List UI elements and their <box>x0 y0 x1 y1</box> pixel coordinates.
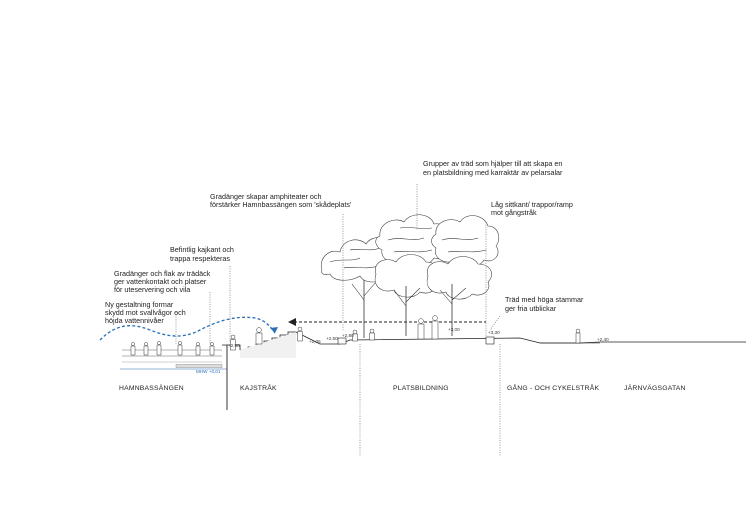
person-icon <box>431 315 439 340</box>
svg-text:+2,80: +2,80 <box>342 333 354 338</box>
people <box>130 315 581 356</box>
svg-text:förstärker Hamnbassängen som ': förstärker Hamnbassängen som 'skådeplats… <box>210 200 352 209</box>
sightline-arrow-icon <box>288 318 296 326</box>
annotation-trad-stammar: Träd med höga stammar ger fria utblickar <box>505 295 584 313</box>
wave-arrow-icon <box>270 327 278 333</box>
zone-labels: HAMNBASSÄNGEN KAJSTRÅK PLATSBILDNING GÅN… <box>119 383 686 392</box>
annotation-trad-grupper: Grupper av träd som hjälper till att ska… <box>423 159 563 177</box>
person-icon <box>297 326 303 342</box>
svg-text:Grupper av träd som hjälper ti: Grupper av träd som hjälper till att ska… <box>423 159 562 168</box>
annotation-wave: Ny gestaltning formar skydd mot svallvåg… <box>105 300 186 325</box>
svg-text:JÄRNVÄGSGATAN: JÄRNVÄGSGATAN <box>624 384 686 392</box>
person-icon <box>352 329 358 342</box>
svg-text:+2,50: +2,50 <box>326 336 338 341</box>
person-icon <box>575 328 581 344</box>
svg-text:ger vattenkontakt och platser: ger vattenkontakt och platser <box>114 277 207 286</box>
svg-text:+2,40: +2,40 <box>597 337 609 342</box>
annotation-gradanger-flak: Gradänger och flak av trädäck ger vatten… <box>114 269 211 294</box>
svg-text:HAMNBASSÄNGEN: HAMNBASSÄNGEN <box>119 384 184 392</box>
person-icon <box>209 342 215 356</box>
svg-text:Befintlig kajkant och: Befintlig kajkant och <box>170 245 234 254</box>
svg-text:+3,30: +3,30 <box>488 330 500 335</box>
sightline-arrow <box>288 318 486 326</box>
svg-text:Gradänger skapar amphiteater o: Gradänger skapar amphiteater och <box>210 192 321 201</box>
person-icon <box>130 342 136 356</box>
tree-icon <box>426 256 492 300</box>
svg-text:trappa respekteras: trappa respekteras <box>170 254 230 263</box>
person-icon <box>195 342 201 356</box>
person-icon <box>255 327 263 345</box>
annotation-sittkant: Låg sittkant/ trappor/ramp mot gångstråk <box>491 200 573 217</box>
svg-text:PLATSBILDNING: PLATSBILDNING <box>393 385 449 392</box>
person-icon <box>230 334 236 351</box>
level-labels: +2,50 +2,05 +2,50 +2,80 +3,00 +3,30 +2,4… <box>196 327 609 374</box>
svg-text:+2,50: +2,50 <box>228 343 240 348</box>
person-icon <box>177 341 183 356</box>
person-icon <box>369 328 375 341</box>
svg-text:KAJSTRÅK: KAJSTRÅK <box>240 383 277 392</box>
svg-text:GÅNG - OCH CYKELSTRÅK: GÅNG - OCH CYKELSTRÅK <box>507 383 599 392</box>
wave-line <box>99 316 276 341</box>
annotation-kajkant: Befintlig kajkant och trappa respekteras <box>170 245 234 263</box>
annotation-amphiteater: Gradänger skapar amphiteater och förstär… <box>210 192 352 209</box>
tree-icon <box>431 215 500 268</box>
svg-text:Ny gestaltning formar: Ny gestaltning formar <box>105 300 174 309</box>
svg-text:Träd med höga stammar: Träd med höga stammar <box>505 295 584 304</box>
svg-text:MHW +0,01: MHW +0,01 <box>196 369 221 374</box>
svg-text:för uteservering och vila: för uteservering och vila <box>114 285 190 294</box>
svg-text:en platsbildning med karraktär: en platsbildning med karraktär av pelars… <box>423 168 563 177</box>
ground-profile <box>120 331 746 410</box>
svg-text:skydd mot svallvågor och: skydd mot svallvågor och <box>105 308 186 317</box>
person-icon <box>143 342 149 356</box>
trees <box>320 214 500 338</box>
person-icon <box>417 318 425 340</box>
svg-text:ger fria utblickar: ger fria utblickar <box>505 304 557 313</box>
svg-text:mot gångstråk: mot gångstråk <box>491 208 537 217</box>
svg-text:höjda vattennivåer: höjda vattennivåer <box>105 316 164 325</box>
svg-text:Låg sittkant/ trappor/ramp: Låg sittkant/ trappor/ramp <box>491 200 573 209</box>
svg-text:+3,00: +3,00 <box>448 327 460 332</box>
person-icon <box>156 341 162 356</box>
svg-text:Gradänger och flak av trädäck: Gradänger och flak av trädäck <box>114 269 211 278</box>
svg-text:+2,05: +2,05 <box>309 339 321 344</box>
leader-lines <box>175 184 501 456</box>
